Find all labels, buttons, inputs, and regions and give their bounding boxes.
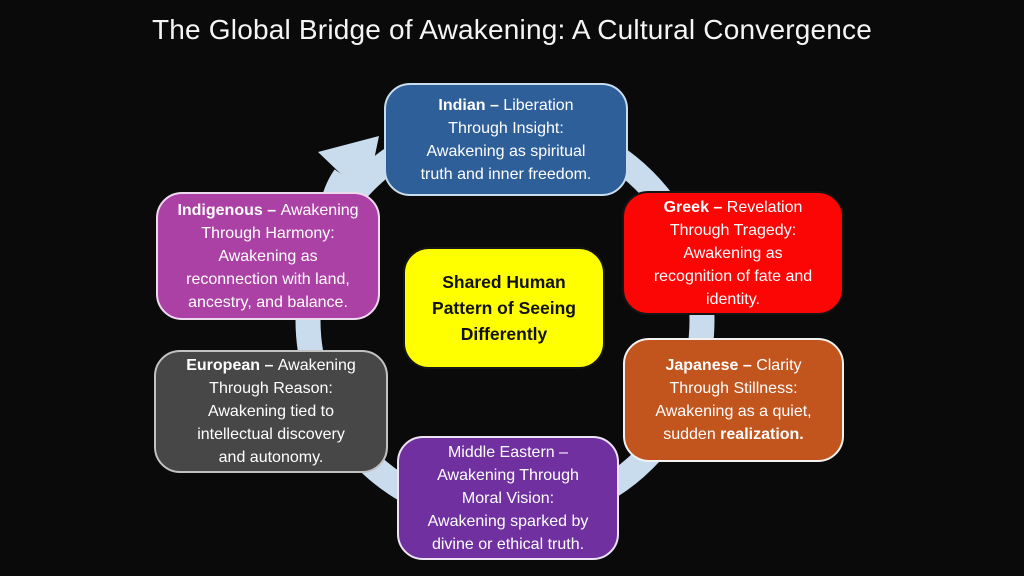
arrowhead-icon <box>318 136 379 198</box>
slide-title: The Global Bridge of Awakening: A Cultur… <box>151 14 873 45</box>
